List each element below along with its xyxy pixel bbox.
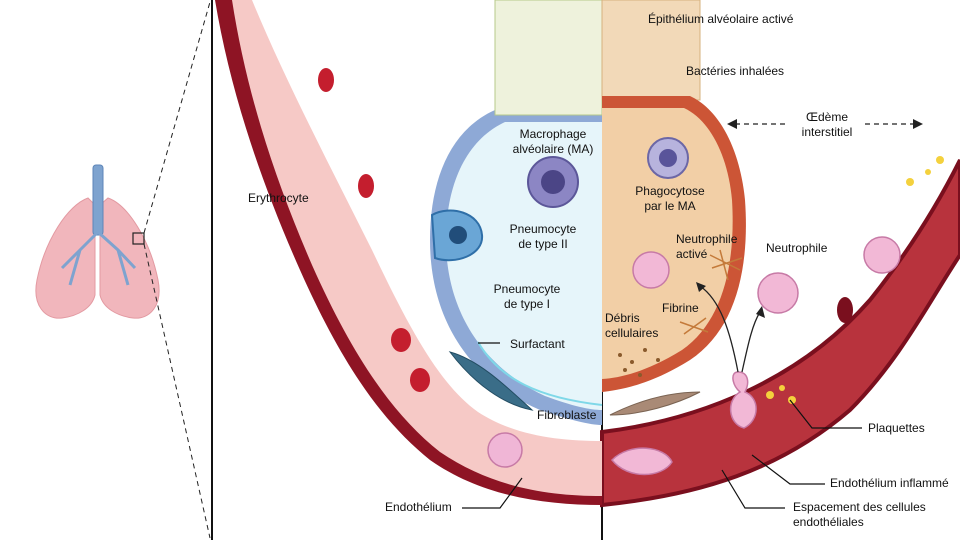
vessel-neutrophil-2 [610, 447, 673, 476]
migration-arrowhead-right [756, 306, 765, 318]
vessel-erythrocyte [837, 297, 853, 323]
oedeme-arrowhead-left [727, 119, 737, 129]
leukocyte-normal [487, 432, 523, 468]
erythrocytes [318, 68, 430, 392]
fibroblast-right [609, 391, 701, 416]
cell-debris [618, 348, 660, 377]
fibrin [679, 249, 743, 335]
label-phagocytose: Phagocytose par le MA [635, 184, 705, 213]
trachea [92, 164, 104, 236]
leader-endothelium [462, 477, 523, 509]
zoom-line-bottom [143, 243, 211, 539]
oedeme-arrowhead-right [913, 119, 923, 129]
left-lung [35, 197, 96, 319]
label-oedeme: Œdème interstitiel [801, 110, 853, 139]
label-plaquettes: Plaquettes [868, 421, 925, 435]
airway-left [494, 0, 603, 116]
pneumocyte-type2-cell [430, 209, 484, 262]
migration-arrow-right [741, 311, 761, 373]
phagocytosis-cell [647, 137, 689, 179]
platelets [766, 156, 944, 404]
label-fibroblaste: Fibroblaste [537, 408, 597, 422]
macrophage-cell [527, 156, 579, 208]
normal-vessel-lumen [232, 0, 602, 496]
label-surfactant: Surfactant [510, 337, 565, 351]
label-epithelium-active: Épithélium alvéolaire activé [648, 12, 794, 26]
neutrophil-activated-cell [632, 251, 670, 289]
zoom-line-top [143, 1, 211, 234]
alveolus-space-right [602, 108, 733, 379]
label-erythrocyte: Erythrocyte [248, 191, 309, 205]
label-endothelium: Endothélium [385, 500, 452, 514]
label-fibrine: Fibrine [662, 301, 699, 315]
leader-espacement [721, 469, 785, 509]
leader-plaquettes [789, 399, 862, 429]
surfactant-layer [477, 341, 603, 406]
migration-arrowhead-left [696, 282, 706, 292]
leader-endothelium-inflamme [751, 454, 825, 485]
bronchi [60, 230, 137, 286]
label-bacteries: Bactéries inhalées [686, 64, 785, 78]
label-pneumocyte-type2: Pneumocyte de type II [509, 222, 577, 251]
label-neutrophile-active: Neutrophile activé [676, 232, 738, 261]
neutrophil-cell [757, 272, 799, 314]
zoom-box [132, 232, 145, 245]
label-endothelium-inflamme: Endothélium inflammé [830, 476, 949, 490]
migration-arrow-left [699, 285, 739, 373]
fibroblast-cell [448, 351, 534, 411]
label-macrophage: Macrophage alvéolaire (MA) [512, 127, 594, 156]
vessel-neutrophil-1 [863, 236, 901, 274]
label-debris: Débris cellulaires [605, 311, 659, 340]
transmigrating-neutrophil [730, 371, 757, 429]
inflamed-vessel [600, 159, 960, 508]
label-neutrophile: Neutrophile [766, 241, 828, 255]
airway-right [601, 0, 701, 101]
right-lung [99, 197, 160, 319]
label-pneumocyte-type1: Pneumocyte de type I [493, 282, 561, 311]
label-espacement: Espacement des cellules endothéliales [793, 500, 926, 529]
lungs-thumbnail [35, 1, 211, 539]
